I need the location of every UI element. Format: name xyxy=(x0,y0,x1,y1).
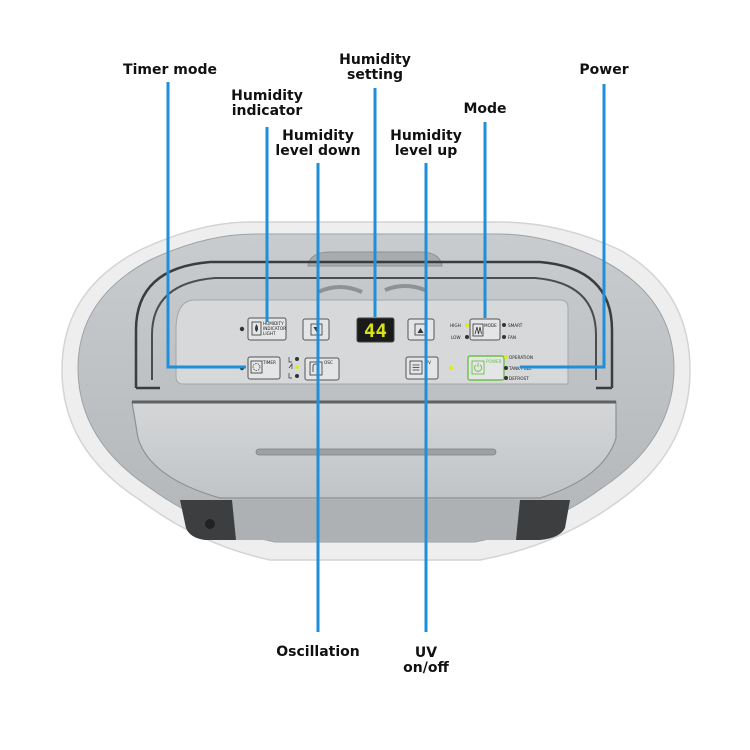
mode-label: Mode xyxy=(445,102,525,117)
humidity-level-down-line1: Humidity xyxy=(282,128,354,144)
uv-label-line1: UV xyxy=(414,645,438,661)
up-arrow-icon xyxy=(417,328,424,333)
high-label: HIGH xyxy=(450,323,461,328)
mode-icon xyxy=(474,326,482,335)
humidity-indicator-text-1: HUMIDITY xyxy=(263,321,284,326)
humidity-setting-label: Humidity setting xyxy=(323,53,427,83)
mode-text: MODE xyxy=(484,323,497,328)
osc-text: OSC xyxy=(324,360,333,365)
humidity-level-up-line1: Humidity xyxy=(390,128,462,144)
uv-label-line2: on/off xyxy=(403,660,449,676)
outlet-slot xyxy=(255,448,497,456)
mode-label-text: Mode xyxy=(463,101,507,117)
fan-label: FAN xyxy=(508,335,516,340)
low-label: LOW xyxy=(451,335,461,340)
timer-level-indicators xyxy=(288,357,299,379)
humidity-level-up-line2: level up xyxy=(394,143,458,159)
humidity-level-up-label: Humidity level up xyxy=(374,129,478,159)
humidity-setting-line1: Humidity xyxy=(339,52,411,68)
power-label-text: Power xyxy=(579,62,629,78)
humidity-level-down-label: Humidity level down xyxy=(263,129,373,159)
humidity-indicator-line2: indicator xyxy=(231,103,303,119)
timer-mode-label: Timer mode xyxy=(108,63,232,78)
humidity-indicator-text-3: LIGHT xyxy=(263,331,276,336)
callout-lines xyxy=(166,82,606,632)
humidity-setting-line2: setting xyxy=(347,67,403,83)
droplet-icon xyxy=(251,321,262,336)
timer-mode-text: Timer mode xyxy=(123,62,217,78)
power-icon xyxy=(474,363,482,372)
humidity-indicator-label: Humidity indicator xyxy=(215,89,319,119)
uv-label: UV on/off xyxy=(386,646,466,676)
uv-icon xyxy=(412,364,420,371)
operation-label: OPERATION xyxy=(509,355,533,360)
power-label: Power xyxy=(564,63,644,78)
timer-icon xyxy=(252,363,261,371)
oscillation-label: Oscillation xyxy=(263,645,373,660)
timer-button[interactable] xyxy=(247,356,281,380)
defrost-label: DEFROST xyxy=(509,376,529,381)
uv-text: UV xyxy=(425,360,431,365)
display-digits: 44 xyxy=(364,320,387,342)
timer-text: TIMER xyxy=(262,360,276,365)
humidity-level-down-line2: level down xyxy=(275,143,361,159)
humidity-display xyxy=(356,317,395,343)
power-text: POWER xyxy=(486,359,502,364)
humidity-indicator-text-2: INDICATOR xyxy=(263,326,286,331)
oscillation-label-text: Oscillation xyxy=(276,644,360,660)
humidity-indicator-line1: Humidity xyxy=(231,88,303,104)
smart-label: SMART xyxy=(508,323,523,328)
